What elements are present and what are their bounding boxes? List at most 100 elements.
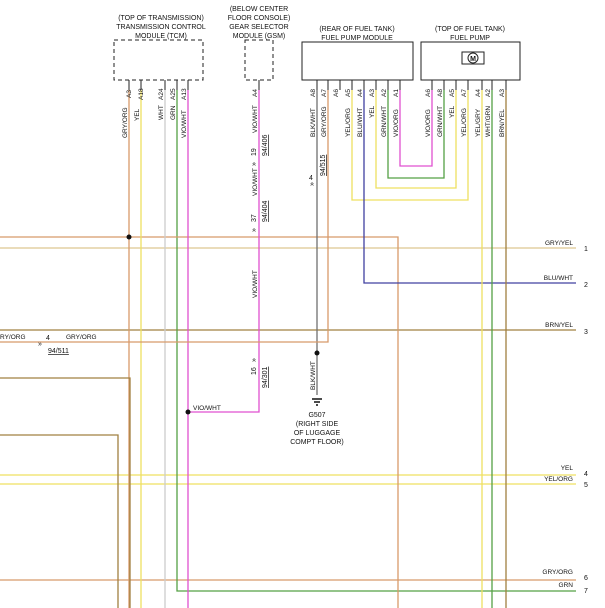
splice-dot bbox=[314, 350, 320, 356]
connector-pin: 37 bbox=[251, 214, 258, 222]
fpm-wire-label: GRN/WHT bbox=[381, 106, 388, 137]
wire-fpm-yel-org bbox=[351, 90, 469, 201]
fpm-pin: A5 bbox=[345, 89, 352, 97]
fpm-pin: A7 bbox=[321, 89, 328, 97]
fpm-wire-label: BLU/WHT bbox=[357, 108, 364, 137]
gsm-box bbox=[244, 39, 274, 81]
connector-ref: 94/301 bbox=[262, 366, 269, 388]
tcm-title-2: TRANSMISSION CONTROL bbox=[116, 24, 206, 31]
connector-c4-fpm: » 4 94/515 bbox=[309, 154, 327, 186]
tcm-wire-label: YEL bbox=[134, 108, 141, 121]
connector-ref: 94/511 bbox=[48, 348, 69, 355]
ground-wire-label: BLK/WHT bbox=[310, 361, 317, 390]
connector-c16: » 16 94/301 bbox=[251, 358, 269, 388]
wire-fpm-gry-org bbox=[0, 90, 329, 343]
motor-icon: M bbox=[461, 51, 485, 65]
wire-tcm-gry-org bbox=[0, 236, 399, 608]
tcm-title-1: (TOP OF TRANSMISSION) bbox=[118, 15, 204, 22]
tcm-pin: A18 bbox=[138, 88, 145, 100]
right-wire-label: GRY/YEL bbox=[545, 240, 573, 247]
fpm-pin: A8 bbox=[310, 89, 317, 97]
gsm-wire-label: VIO/WHT bbox=[252, 105, 259, 133]
connector-c19: » 19 94/406 bbox=[251, 134, 269, 166]
wires bbox=[0, 90, 576, 608]
fp-title-2: FUEL PUMP bbox=[450, 35, 490, 42]
tcm-pin: A13 bbox=[181, 88, 188, 100]
fp-pin: A4 bbox=[475, 89, 482, 97]
fp-wire-label: GRN/WHT bbox=[437, 106, 444, 137]
vio-junction-label: VIO/WHT bbox=[193, 405, 221, 412]
fpm-wire-label: YEL bbox=[369, 105, 376, 118]
wire-fpm-vio-org bbox=[399, 90, 433, 167]
module-titles: (TOP OF TRANSMISSION) TRANSMISSION CONTR… bbox=[116, 6, 505, 42]
fpm-wire-label: BLK/WHT bbox=[310, 108, 317, 137]
connector-arrow-icon: » bbox=[251, 162, 258, 166]
right-ref-number: 3 bbox=[584, 329, 588, 336]
right-wire-label: GRY/ORG bbox=[542, 569, 573, 576]
fp-title-1: (TOP OF FUEL TANK) bbox=[435, 26, 505, 33]
fpm-pin: A1 bbox=[393, 89, 400, 97]
tcm-wire-label: GRN bbox=[170, 105, 177, 120]
fpm-pin: A4 bbox=[357, 89, 364, 97]
fp-wire-label: YEL/GRY bbox=[475, 108, 482, 137]
motor-symbol-label: M bbox=[470, 56, 476, 63]
right-ref-number: 5 bbox=[584, 482, 588, 489]
fp-wire-label: YEL/ORG bbox=[461, 108, 468, 137]
fpm-wire-label: YEL/ORG bbox=[345, 108, 352, 137]
connector-ref: 94/404 bbox=[262, 200, 269, 222]
connector-pin: 4 bbox=[309, 175, 313, 182]
fpm-title-1: (REAR OF FUEL TANK) bbox=[319, 26, 394, 33]
connector-pin: 4 bbox=[46, 335, 50, 342]
pin-stubs bbox=[128, 80, 507, 90]
inline-connectors: » 19 94/406 » 37 94/404 » 16 94/301 » 4 … bbox=[38, 134, 327, 388]
splice-dots bbox=[126, 234, 320, 415]
modules: M bbox=[113, 39, 521, 90]
tcm-pin: A24 bbox=[158, 88, 165, 100]
ground-location: OF LUGGAGE bbox=[294, 430, 341, 437]
tcm-wire-label: GRY/ORG bbox=[122, 107, 129, 138]
splice-dot bbox=[185, 409, 191, 415]
fp-pin: A5 bbox=[449, 89, 456, 97]
wire-left-brn-2 bbox=[0, 434, 119, 608]
gsm-wire-label: VIO/WHT bbox=[252, 270, 259, 298]
right-ref-number: 1 bbox=[584, 246, 588, 253]
right-ref-number: 6 bbox=[584, 575, 588, 582]
connector-arrow-icon: » bbox=[309, 182, 316, 186]
fpm-box bbox=[301, 41, 414, 81]
wire-fpm-grn-wht bbox=[387, 90, 445, 179]
wire-grn-bus bbox=[176, 90, 576, 592]
connector-pin: 16 bbox=[251, 367, 258, 375]
gsm-pin: A4 bbox=[252, 89, 259, 97]
fp-pin: A8 bbox=[437, 89, 444, 97]
tcm-title-3: MODULE (TCM) bbox=[135, 33, 187, 40]
fp-pin: A2 bbox=[485, 89, 492, 97]
gsm-title-2: FLOOR CONSOLE) bbox=[228, 15, 291, 22]
fpm-pin: A3 bbox=[369, 89, 376, 97]
fp-pin: A7 bbox=[461, 89, 468, 97]
tcm-wire-label: WHT bbox=[158, 105, 165, 120]
gsm-title-4: MODULE (GSM) bbox=[233, 33, 286, 40]
gsm-title-3: GEAR SELECTOR bbox=[229, 24, 288, 31]
connector-c37: » 37 94/404 bbox=[251, 200, 269, 232]
right-wire-label: YEL bbox=[561, 465, 574, 472]
tcm-wire-label: VIO/WHT bbox=[181, 110, 188, 138]
right-ref-number: 4 bbox=[584, 471, 588, 478]
ground-location: (RIGHT SIDE bbox=[296, 421, 339, 428]
fp-wire-label: YEL bbox=[449, 105, 456, 118]
wire-color-labels: GRY/ORG YEL WHT GRN VIO/WHT VIO/WHT VIO/… bbox=[0, 105, 506, 412]
connector-arrow-icon: » bbox=[38, 341, 42, 348]
connector-pin: 19 bbox=[251, 148, 258, 156]
connector-c4-left: » 4 94/511 bbox=[38, 335, 69, 355]
connector-arrow-icon: » bbox=[251, 358, 258, 362]
fpm-title-2: FUEL PUMP MODULE bbox=[321, 35, 393, 42]
fpm-wire-label: VIO/ORG bbox=[393, 109, 400, 137]
fp-wire-label: BRN/YEL bbox=[499, 109, 506, 137]
tcm-pin: A25 bbox=[170, 88, 177, 100]
fp-wire-label: WHT/GRN bbox=[485, 106, 492, 137]
ground-location: COMPT FLOOR) bbox=[290, 439, 344, 446]
wire-gsm-vio bbox=[188, 90, 260, 413]
left-gry-org-label: GRY/ORG bbox=[66, 334, 97, 341]
wire-fpm-blu bbox=[363, 90, 576, 284]
